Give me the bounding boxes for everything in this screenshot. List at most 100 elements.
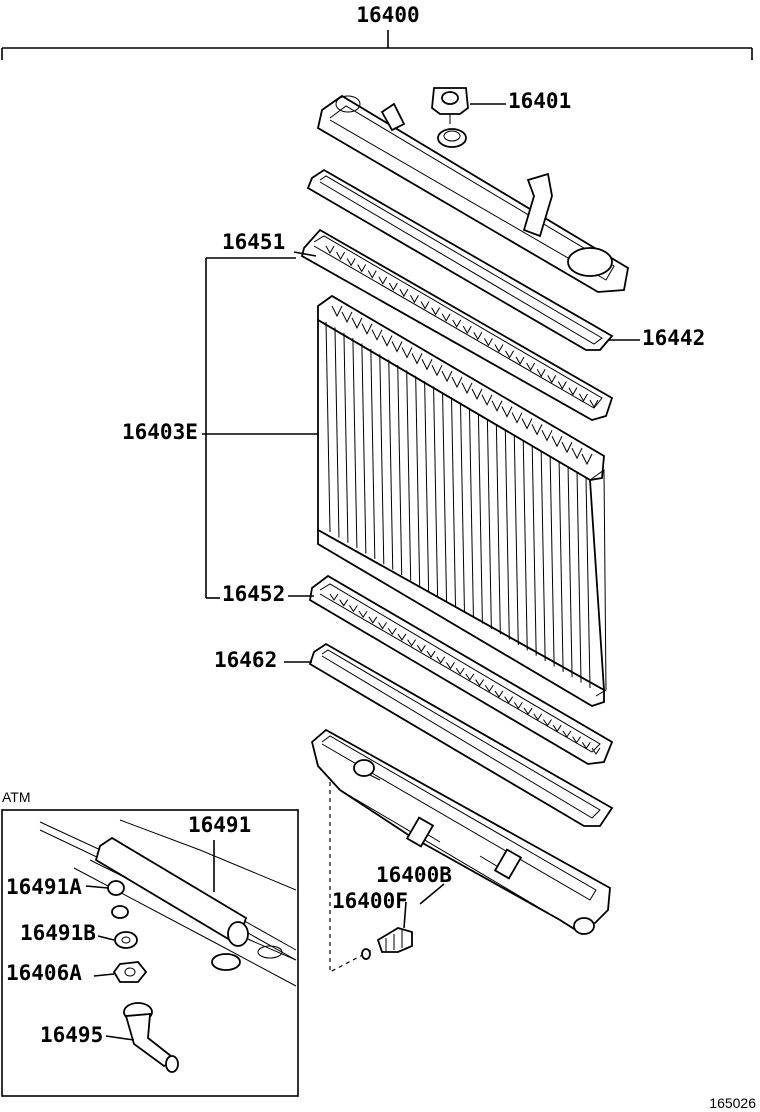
- upper-tank-fin: [579, 393, 588, 402]
- core-tube: [567, 467, 573, 678]
- label-atm-nut: 16406A: [6, 961, 82, 985]
- label-core: 16403E: [122, 420, 198, 444]
- label-tank-lower: 16452: [222, 582, 285, 606]
- core-header-fin: [331, 305, 343, 318]
- lower-tank-fin: [484, 684, 494, 693]
- lower-tank-fin: [513, 702, 523, 710]
- leader-atm-gasket-a: [85, 885, 109, 889]
- core-header-fin: [581, 453, 593, 466]
- upper-tank-fin: [346, 258, 356, 267]
- core-tube: [451, 397, 457, 608]
- core-header-fin: [471, 388, 483, 400]
- lower-tank-fin: [339, 599, 349, 607]
- lower-tank-fin: [348, 605, 358, 613]
- figure-number: 165026: [709, 1095, 756, 1111]
- label-gasket-upper: 16442: [642, 326, 705, 350]
- core-tube: [442, 391, 448, 602]
- upper-tank-fin: [526, 362, 536, 372]
- core-tube: [585, 477, 591, 689]
- oil-cooler-pipe-icon: [39, 819, 297, 987]
- core-header-fin: [461, 382, 473, 395]
- upper-tank-fin: [410, 295, 419, 304]
- label-atm-pipe: 16491: [188, 813, 251, 837]
- drain-cock-icon: [361, 927, 413, 960]
- core-header-fin: [481, 394, 493, 406]
- upper-tank-fin: [473, 331, 483, 341]
- core-tube: [531, 445, 537, 656]
- core-tube: [549, 456, 555, 667]
- core-header-fin: [511, 412, 523, 424]
- upper-tank-fin: [494, 344, 504, 353]
- label-drain-plug: 16400F: [332, 889, 408, 913]
- core-tube: [397, 365, 403, 576]
- atm-nut-icon: [112, 961, 148, 983]
- lower-tank-fin: [426, 650, 436, 658]
- core-header-fin: [491, 400, 503, 412]
- core-tube: [370, 348, 376, 559]
- lower-tank-fin: [504, 696, 514, 704]
- core-header-fin: [371, 329, 383, 341]
- core-header-fin: [381, 335, 393, 347]
- core-header-fin: [391, 341, 403, 353]
- core-tube: [459, 402, 465, 613]
- atm-hose-icon: [123, 1002, 179, 1073]
- upper-tank-fin: [547, 375, 557, 384]
- core-tube: [540, 451, 546, 662]
- core-tube: [379, 354, 385, 565]
- radiator-cap-icon: [431, 87, 469, 124]
- upper-tank-fin: [483, 338, 493, 347]
- core-header-fin: [541, 430, 553, 442]
- upper-tank-fin: [441, 313, 451, 322]
- core-tube: [361, 343, 367, 554]
- core-header-fin: [571, 447, 583, 460]
- core-header-fin: [361, 323, 373, 335]
- lower-tank-fin: [397, 633, 407, 641]
- label-atm-gasket-a: 16491A: [6, 875, 82, 899]
- core-header-fin: [501, 406, 513, 418]
- core-header-fin: [431, 364, 443, 377]
- core-tube: [576, 472, 582, 683]
- core-header-fin: [351, 317, 363, 329]
- radiator-core-icon: [317, 294, 607, 707]
- upper-tank-fin: [420, 301, 430, 310]
- core-tube: [477, 413, 483, 624]
- label-atm-gasket-b: 16491B: [20, 921, 96, 945]
- core-tube: [522, 440, 528, 651]
- upper-tank-fin: [431, 307, 441, 316]
- leader-drain-plug: [403, 901, 407, 929]
- upper-tank-fin: [325, 245, 335, 255]
- upper-tank-fin: [452, 319, 462, 328]
- lower-tank-fin: [475, 679, 484, 687]
- upper-tank-fin: [388, 282, 398, 291]
- atm-gasket-b-icon: [114, 931, 138, 949]
- label-atm-hose: 16495: [40, 1023, 103, 1047]
- core-tube: [504, 429, 510, 640]
- leader-atm-gasket-b: [97, 935, 115, 941]
- lower-tank-fin: [494, 690, 504, 698]
- core-header-fin: [561, 441, 573, 454]
- upper-tank-fin: [378, 276, 388, 285]
- lower-tank-fin: [562, 730, 572, 738]
- lower-tank-fin: [465, 673, 475, 681]
- label-assembly: 16400: [356, 3, 419, 27]
- atm-title: ATM: [2, 789, 31, 805]
- upper-tank-fin: [589, 399, 599, 409]
- lower-tank-icon: [310, 728, 611, 936]
- lower-tank-fin: [378, 622, 387, 630]
- core-header-fin: [441, 370, 453, 383]
- core-tube: [433, 386, 439, 597]
- leader-atm-nut: [93, 973, 115, 977]
- core-tube: [334, 327, 340, 538]
- upper-tank-fin: [568, 387, 578, 396]
- leader-tank-upper: [293, 251, 317, 257]
- core-header-fin: [531, 424, 543, 436]
- core-tube: [406, 370, 412, 581]
- core-header-fin: [451, 376, 463, 389]
- gasket-icon: [306, 168, 614, 351]
- core-header-fin: [521, 418, 533, 430]
- lower-tank-fin: [533, 713, 543, 721]
- upper-tank-fin: [462, 325, 472, 335]
- lower-tank-fin: [368, 616, 378, 624]
- lower-tank-fin: [416, 645, 426, 653]
